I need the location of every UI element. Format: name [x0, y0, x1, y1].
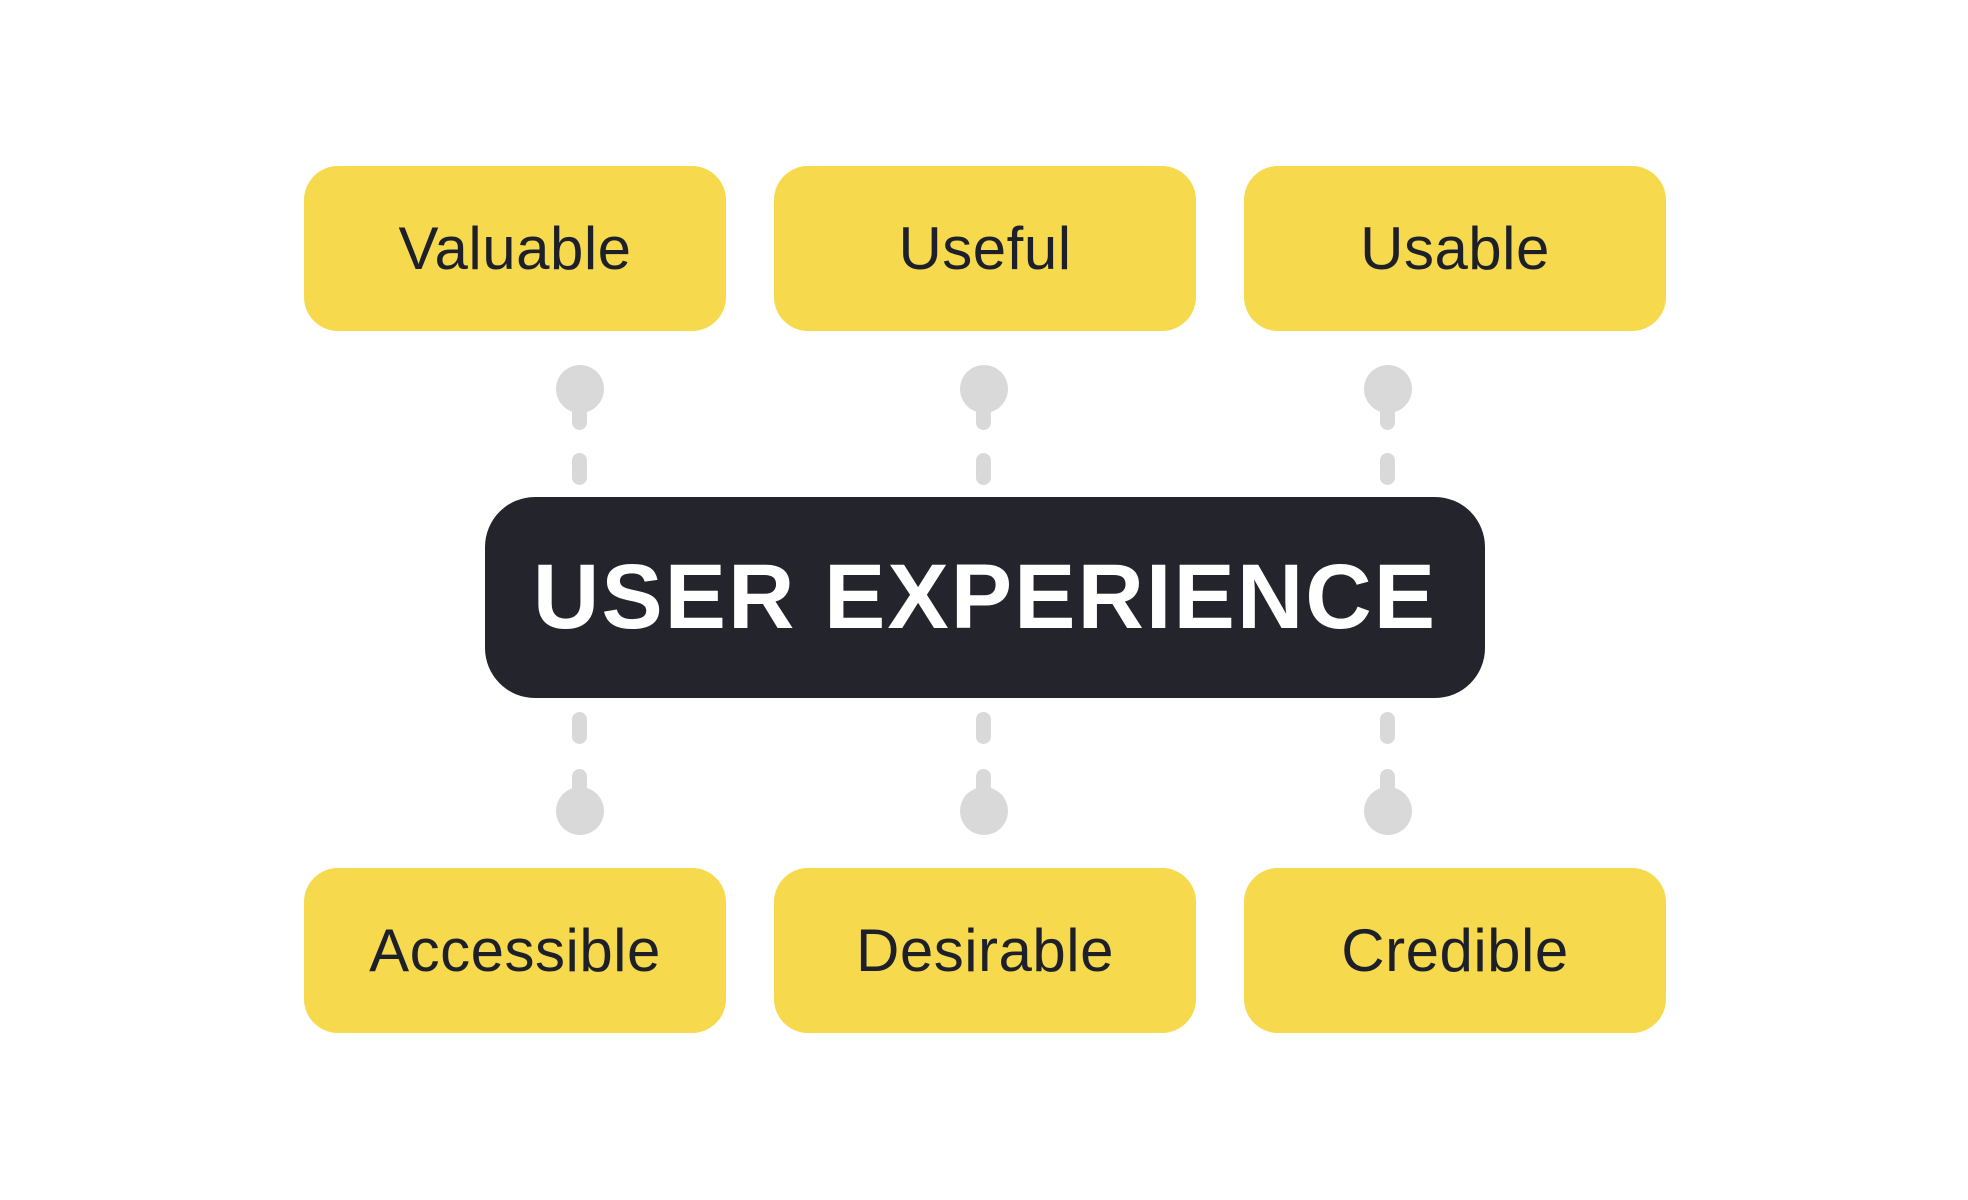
pin-stem — [572, 400, 587, 430]
node-valuable-label: Valuable — [398, 215, 632, 282]
pin-stem — [1380, 400, 1395, 430]
node-useful-label: Useful — [898, 215, 1072, 282]
node-user-experience-label: USER EXPERIENCE — [532, 546, 1438, 648]
node-usable: Usable — [1244, 166, 1666, 331]
node-usable-label: Usable — [1360, 215, 1550, 282]
node-credible: Credible — [1244, 868, 1666, 1033]
connector-pin-top-right — [1364, 365, 1412, 489]
pin-dot — [556, 787, 604, 835]
node-desirable: Desirable — [774, 868, 1196, 1033]
connector-pin-bottom-right — [1364, 712, 1412, 836]
pin-dash — [572, 712, 587, 744]
node-accessible: Accessible — [304, 868, 726, 1033]
pin-dash — [1380, 712, 1395, 744]
node-user-experience: USER EXPERIENCE — [485, 497, 1485, 698]
connector-pin-bottom-center — [960, 712, 1008, 836]
connector-pin-top-center — [960, 365, 1008, 489]
node-credible-label: Credible — [1341, 917, 1569, 984]
pin-dash — [572, 453, 587, 485]
pin-stem — [976, 400, 991, 430]
pin-dot — [960, 787, 1008, 835]
pin-dot — [1364, 787, 1412, 835]
pin-dash — [976, 453, 991, 485]
connector-pin-top-left — [556, 365, 604, 489]
node-desirable-label: Desirable — [856, 917, 1114, 984]
node-accessible-label: Accessible — [369, 917, 661, 984]
node-useful: Useful — [774, 166, 1196, 331]
node-valuable: Valuable — [304, 166, 726, 331]
pin-dash — [1380, 453, 1395, 485]
connector-pin-bottom-left — [556, 712, 604, 836]
pin-dash — [976, 712, 991, 744]
